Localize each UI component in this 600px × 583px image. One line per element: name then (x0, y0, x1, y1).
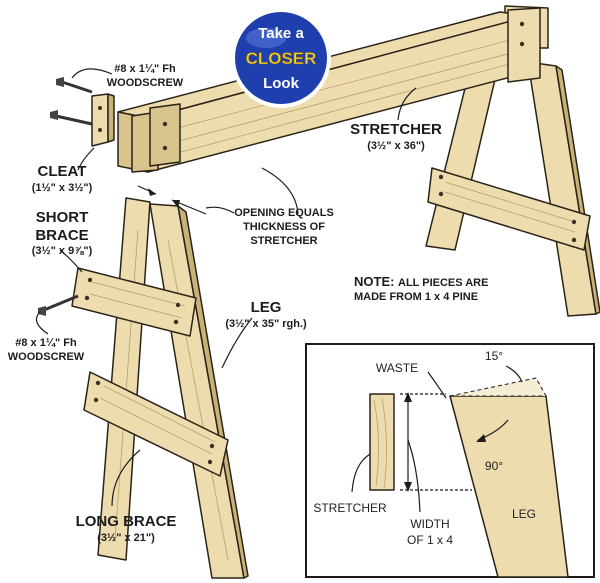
cleat-dims: (1½" x 3½") (32, 182, 93, 194)
badge-line1: Take a (258, 25, 304, 42)
short-brace-label-2: BRACE (35, 227, 88, 244)
stretcher-label: STRETCHER (350, 121, 442, 138)
detail-angle-right: 90° (485, 459, 503, 473)
leg-label: LEG (251, 299, 282, 316)
detail-width-line1: WIDTH (410, 517, 449, 531)
opening-line2: THICKNESS OF (243, 221, 325, 233)
note-lead: NOTE: (354, 274, 394, 289)
short-brace-label-1: SHORT (36, 209, 89, 226)
badge-line3: Look (263, 75, 299, 92)
closer-look-badge[interactable]: Take a CLOSER Look (231, 8, 331, 108)
cleat-piece (91, 93, 115, 147)
top-screw-label: #8 x 1¼" Fh (114, 63, 176, 75)
detail-angle-top: 15° (485, 349, 503, 363)
long-brace-dims: (3½" x 21") (97, 532, 155, 544)
detail-stretcher-label: STRETCHER (313, 501, 387, 515)
note-line1: ALL PIECES ARE (398, 277, 488, 289)
top-screw-icon (50, 77, 93, 126)
stretcher-dims: (3½" x 36") (367, 140, 425, 152)
leader-lines (35, 68, 417, 507)
stretcher-board (117, 7, 541, 173)
top-screw-sub: WOODSCREW (107, 77, 184, 89)
back-long-brace (427, 167, 591, 251)
detail-width-line2: OF 1 x 4 (407, 533, 453, 547)
detail-waste-label: WASTE (376, 361, 418, 375)
cleat-label: CLEAT (38, 163, 87, 180)
opening-dimension (137, 185, 207, 215)
detail-waste (449, 377, 547, 397)
short-brace-dims: (3½" x 9⅞") (32, 245, 93, 257)
long-brace (83, 371, 229, 477)
bottom-screw-sub: WOODSCREW (8, 351, 85, 363)
long-brace-label: LONG BRACE (76, 513, 177, 530)
detail-leg-label: LEG (512, 507, 536, 521)
bottom-screw-label: #8 x 1¼" Fh (15, 337, 77, 349)
opening-line1: OPENING EQUALS (234, 207, 334, 219)
opening-line3: STRETCHER (250, 235, 317, 247)
bottom-screw-icon (38, 294, 79, 316)
leg-dims: (3½" x 35" rgh.) (225, 318, 307, 330)
note-line2: MADE FROM 1 x 4 PINE (354, 291, 478, 303)
badge-line2: CLOSER (246, 49, 317, 68)
front-leg-assembly (71, 197, 249, 579)
detail-inset (305, 343, 595, 578)
detail-stretcher-end (369, 393, 395, 491)
